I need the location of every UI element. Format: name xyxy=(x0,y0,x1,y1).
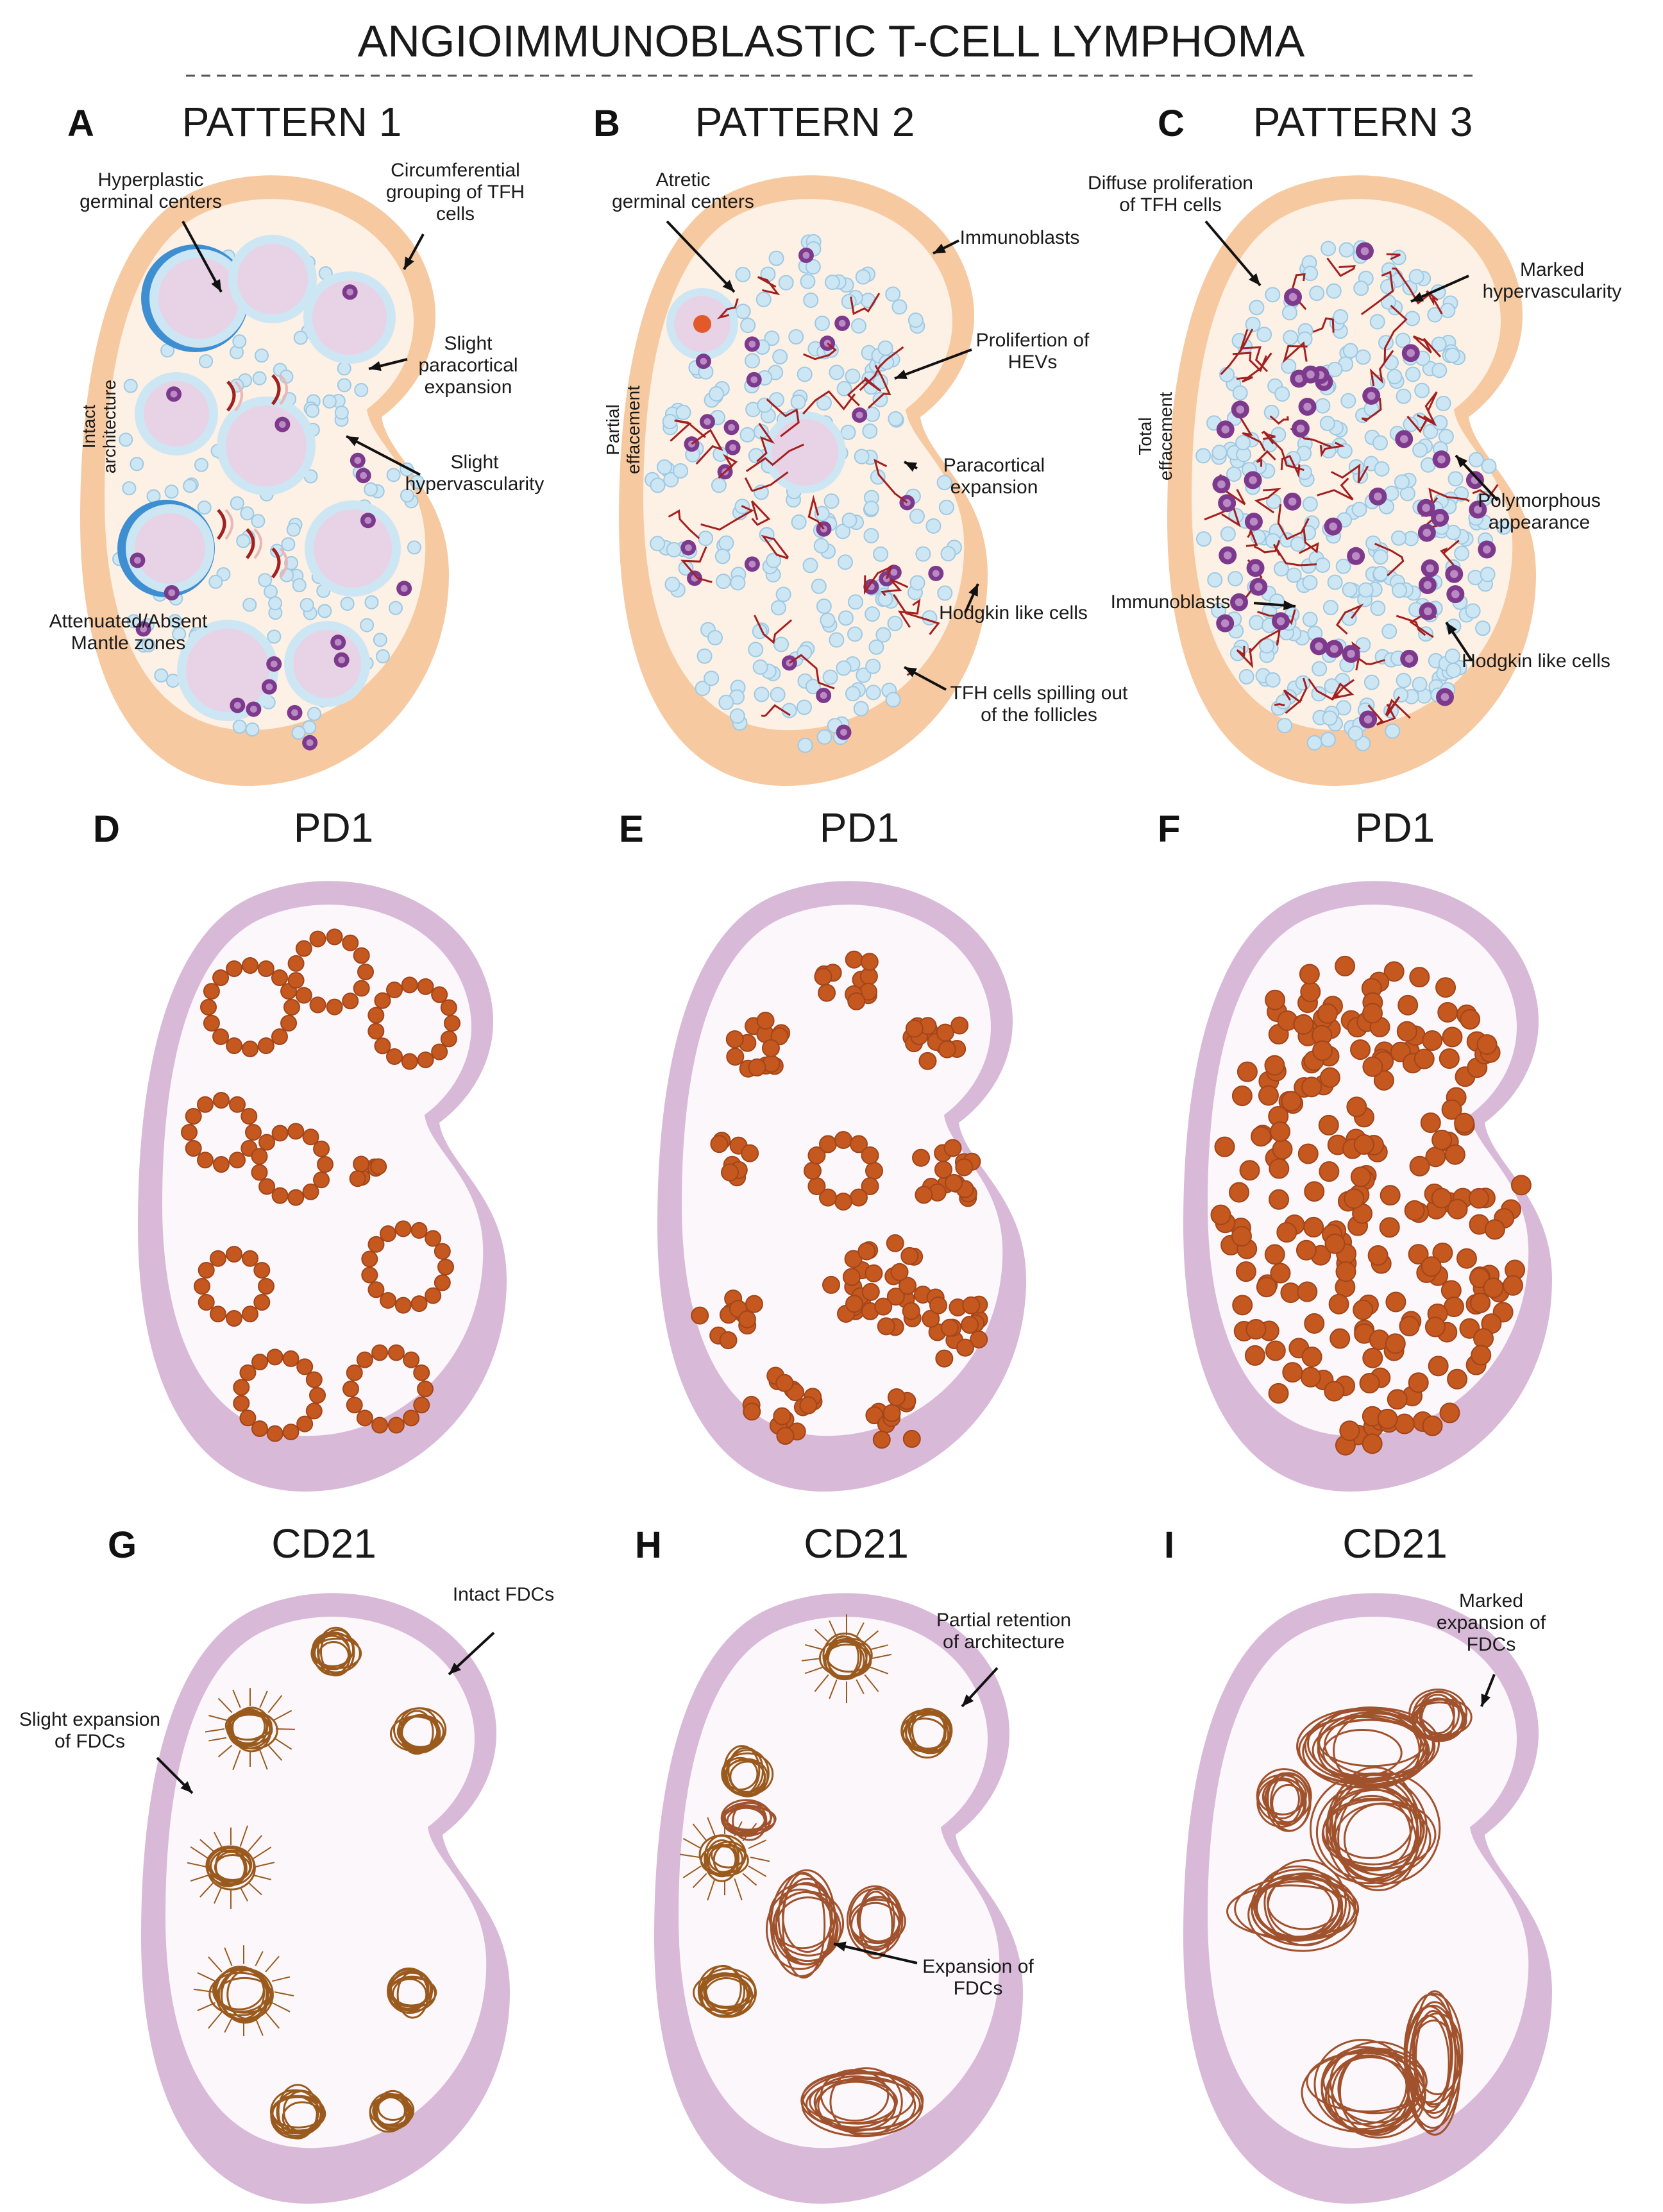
panel-d-heading: PD1 xyxy=(294,804,374,851)
lymph-node-a xyxy=(80,175,449,787)
fdc-h xyxy=(679,1614,953,2138)
panel-d: D PD1 xyxy=(93,804,507,1492)
panel-g-letter: G xyxy=(108,1524,137,1566)
panel-e-letter: E xyxy=(619,808,644,850)
follicles-a xyxy=(117,235,401,721)
panel-c-heading: PATTERN 3 xyxy=(1253,99,1473,145)
panel-h-letter: H xyxy=(635,1524,662,1566)
panel-i-letter: I xyxy=(1164,1524,1174,1566)
purple-cells-a xyxy=(130,284,412,751)
vessels-a xyxy=(216,374,288,579)
panel-e-heading: PD1 xyxy=(820,804,900,851)
panel-a-side-label: Intactarchitecture xyxy=(79,380,119,473)
label-l5: Hodgkin like cells xyxy=(1462,651,1610,672)
lymph-node-b xyxy=(619,175,988,787)
label-l5: Hodgkin like cells xyxy=(939,602,1088,624)
lymph-node-g xyxy=(141,1593,510,2204)
panel-i-heading: CD21 xyxy=(1342,1520,1448,1567)
panel-b-letter: B xyxy=(593,103,620,144)
pd1-dots-f xyxy=(1210,955,1532,1456)
panel-b-heading: PATTERN 2 xyxy=(695,99,915,145)
lymph-node-d xyxy=(138,881,507,1492)
panel-c: C PATTERN 3 Totaleffacement Diffuse prol… xyxy=(1088,99,1621,787)
pd1-dots-d xyxy=(181,928,460,1442)
panel-b-side-label-1: Partialeffacement xyxy=(603,386,643,474)
panel-f: F PD1 xyxy=(1158,804,1552,1492)
panel-a-heading: PATTERN 1 xyxy=(182,99,402,145)
panel-h-heading: CD21 xyxy=(804,1520,909,1567)
panel-g-heading: CD21 xyxy=(271,1520,376,1567)
panel-c-letter: C xyxy=(1158,103,1185,144)
fdc-g xyxy=(187,1626,447,2140)
panel-f-letter: F xyxy=(1158,808,1180,850)
panel-e: E PD1 xyxy=(619,804,1026,1492)
panel-c-side-label: Totaleffacement xyxy=(1135,392,1176,481)
lymph-node-e xyxy=(657,881,1026,1492)
label-l4: Immunoblasts xyxy=(1111,591,1231,613)
figure-title: ANGIOIMMUNOBLASTIC T-CELL LYMPHOMA xyxy=(358,16,1305,66)
lymph-node-c xyxy=(1167,175,1536,787)
vessels-b xyxy=(668,276,940,717)
pd1-dots-e xyxy=(691,950,988,1449)
lymph-node-f xyxy=(1183,881,1552,1492)
panel-a: A PATTERN 1 Intactarchitecture Hyperplas… xyxy=(49,99,544,787)
panel-f-heading: PD1 xyxy=(1355,804,1435,851)
annotation-arrows xyxy=(156,220,1499,1964)
panel-a-letter: A xyxy=(67,103,94,144)
panel-d-letter: D xyxy=(93,808,120,850)
vessels-c xyxy=(1204,253,1499,726)
label-l2: Immunoblasts xyxy=(960,227,1080,248)
label-l1: Intact FDCs xyxy=(453,1584,554,1605)
tfh-cells-b xyxy=(645,234,962,753)
fdc-i xyxy=(1226,1689,1473,2139)
purple-cells-c xyxy=(1212,242,1496,729)
lymph-node-i xyxy=(1183,1593,1552,2204)
lymph-node-h xyxy=(654,1593,1023,2204)
